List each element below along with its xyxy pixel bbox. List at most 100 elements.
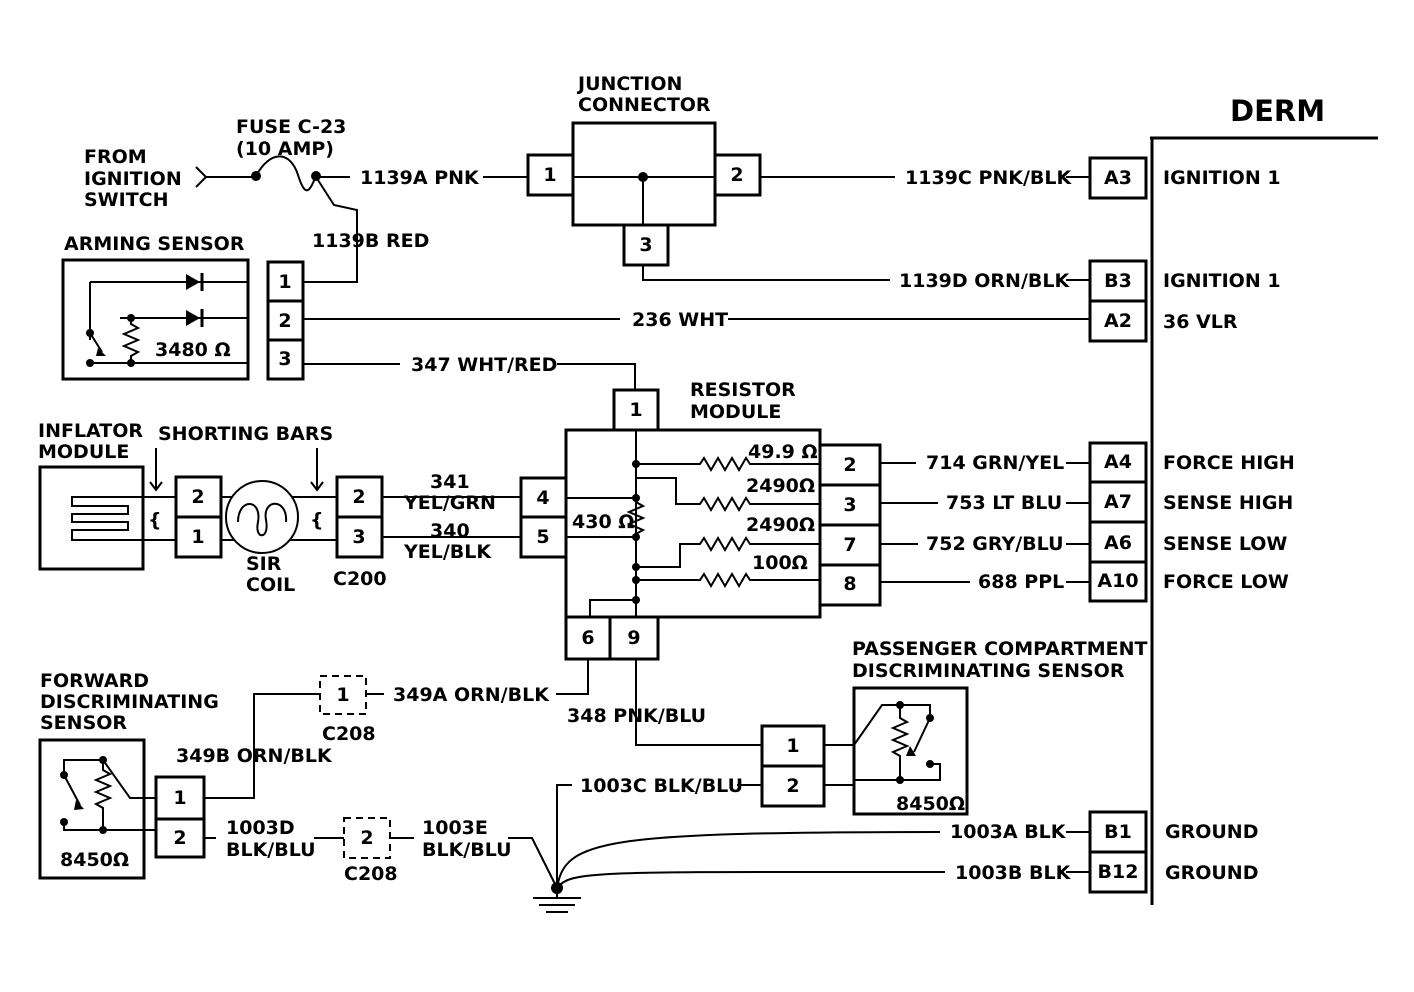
derm-pin-b3-label: B3 [1104,270,1132,292]
wire-347-label: 347 WHT/RED [411,354,557,376]
wire-1003c-label: 1003C BLK/BLU [580,775,743,797]
junction-pin-1: 1 [543,164,556,186]
derm-pin-b1-function: GROUND [1165,821,1258,843]
splice-dot-icon [638,172,648,182]
inflator-module-body [38,465,145,571]
derm-pin-a7-function: SENSE HIGH [1163,492,1293,514]
derm-pin-b1: B1 GROUND [1088,810,1258,854]
diode-icon [186,309,204,327]
rm-resistor-2490-b: 2490Ω [746,514,815,536]
resistor-icon [636,572,820,588]
wire-349a-label: 349A ORN/BLK [393,684,550,706]
c200-label: C200 [333,568,387,590]
derm-pin-b12-label: B12 [1098,861,1139,883]
derm-pin-b1-box [1088,810,1148,854]
forward-sensor-title-line2: DISCRIMINATING [40,691,219,713]
junction-pin-3: 3 [639,234,652,256]
junction-connector: JUNCTION CONNECTOR 1 2 3 [526,73,762,267]
c208-pin-1: 1 [336,684,349,706]
resistor-module: RESISTOR MODULE 1 4 5 2 3 7 8 6 9 49.9 Ω [519,379,882,661]
derm-pin-a3-function: IGNITION 1 [1163,167,1281,189]
derm-pin-a2-box [1088,299,1148,343]
c200-pin-3-box [335,515,384,559]
derm-pin-a2-function: 36 VLR [1163,311,1238,333]
passenger-sensor-title-line1: PASSENGER COMPARTMENT [852,638,1148,660]
ignition-source: FROM IGNITION SWITCH [84,146,208,211]
fuse-element-icon [255,155,317,192]
wire-752-label: 752 GRY/BLU [926,533,1064,555]
wire-341-number: 341 [430,471,470,493]
junction-pin-1-box [526,153,575,197]
coil-winding-icon [237,502,288,537]
wire-1003d-number: 1003D [226,817,295,839]
rm-pin-2: 2 [843,454,856,476]
connector-arrow-icon [195,166,208,188]
wire-349b-label: 349B ORN/BLK [176,745,333,767]
passenger-sensor-resistor: 8450Ω [896,793,965,815]
resistor-icon [121,318,141,363]
rm-pin-4: 4 [536,487,549,509]
inflator-pin-1-box [174,515,223,559]
junction-pin-3-box [622,223,670,267]
wire-1003e-color: BLK/BLU [422,839,512,861]
wire-1003b-label: 1003B BLK [955,862,1072,884]
derm-pin-b1-label: B1 [1104,821,1132,843]
connector-c208-bottom: 2 C208 [343,817,398,885]
resistor-module-title-line2: MODULE [690,401,781,423]
arming-sensor-title: ARMING SENSOR [64,233,245,255]
rm-pin-1: 1 [629,399,642,421]
rm-pin-5: 5 [536,526,549,548]
derm-pin-b12: B12 GROUND [1088,850,1258,894]
passenger-pin-1: 1 [786,735,799,757]
wire-340-number: 340 [430,520,470,542]
junction-pin-2-box [713,153,762,197]
derm-pin-a4-function: FORCE HIGH [1163,452,1295,474]
passenger-sensor-title-line2: DISCRIMINATING SENSOR [852,660,1125,682]
inflator-connector: 2 1 [174,475,223,559]
connector-c208-top: 1 C208 [319,675,376,745]
arming-pin-3-box [266,338,305,381]
derm-pin-a6-box [1088,520,1148,564]
fuse-label-line2: (10 AMP) [236,138,334,160]
wire-341-color: YEL/GRN [403,492,496,514]
forward-pin-1: 1 [173,787,186,809]
wire-1139c-label: 1139C PNK/BLK [905,167,1073,189]
derm-title: DERM [1230,94,1325,128]
wire-236-label: 236 WHT [632,309,728,331]
resistor-icon [890,705,910,780]
rm-pin-7: 7 [843,534,856,556]
arming-sensor: ARMING SENSOR 3480 Ω 1 2 3 [61,233,305,381]
inflator-pin-1: 1 [191,526,204,548]
coil-icon [225,480,299,554]
forward-pin-2: 2 [173,827,186,849]
derm-pin-a4-label: A4 [1104,451,1132,473]
resistor-icon [93,760,113,830]
derm-pin-a10-function: FORCE LOW [1163,571,1289,593]
fuse-label-line1: FUSE C-23 [236,116,346,138]
sir-coil-label-line2: COIL [246,574,295,596]
derm-pin-a6-label: A6 [1104,532,1132,554]
derm-pin-a10-label: A10 [1097,570,1138,592]
rm-pin-6: 6 [581,627,594,649]
wire-1139d-label: 1139D ORN/BLK [899,270,1070,292]
c208-pin-2: 2 [360,827,373,849]
forward-sensor-title-line1: FORWARD [40,670,149,692]
connector-c200: 2 3 C200 [333,475,387,590]
diode-icon [186,273,204,291]
derm-pin-a10: A10 FORCE LOW [1088,560,1289,603]
wire-714-label: 714 GRN/YEL [926,452,1064,474]
rm-pin-8-box [818,563,882,607]
forward-discriminating-sensor: FORWARD DISCRIMINATING SENSOR 8450Ω 1 2 [38,670,219,880]
derm-pin-a2: A2 36 VLR [1088,299,1238,343]
junction-connector-title-line1: JUNCTION [576,73,682,95]
derm-pin-a7-box [1088,480,1148,524]
inflator-module-title-line2: MODULE [38,441,129,463]
rm-pin-1-box [612,388,660,432]
derm-pin-a2-label: A2 [1104,310,1132,332]
shorting-bars-label: SHORTING BARS [158,423,333,445]
wire-1139b-label: 1139B RED [312,230,429,252]
rm-resistor-2490-a: 2490Ω [746,475,815,497]
c200-pin-3: 3 [352,526,365,548]
c200-pin-2-box [335,475,384,519]
